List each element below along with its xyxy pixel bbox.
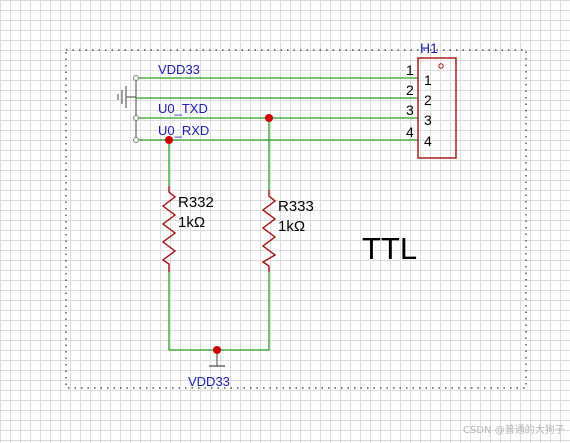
resistor-r332-icon [161, 186, 177, 272]
connector-pin-inner-1: 1 [424, 72, 432, 88]
resistor-r333-value: 1kΩ [278, 218, 305, 235]
connector-pin-outer-1: 1 [406, 62, 414, 78]
connector-pin-inner-3: 3 [424, 112, 432, 128]
ground-icon [117, 78, 137, 140]
net-label-vdd33: VDD33 [158, 62, 200, 77]
watermark: CSDN @普通的大狗子 [463, 423, 565, 436]
wire-endpoint [133, 137, 139, 143]
connector-pin-inner-2: 2 [424, 92, 432, 108]
resistor-r332-value: 1kΩ [178, 214, 205, 231]
junction-dot [165, 136, 173, 144]
connector-pin-inner-4: 4 [424, 133, 432, 149]
wire-endpoint [133, 75, 139, 81]
resistor-r333-designator: R333 [278, 198, 314, 215]
connector-pin-outer-3: 3 [406, 102, 414, 118]
net-label-bottom-vdd33: VDD33 [188, 374, 230, 389]
connector-pin-outer-2: 2 [406, 82, 414, 98]
resistor-r332-designator: R332 [178, 194, 214, 211]
wire-bottom-bus [168, 272, 270, 351]
connector-body [417, 57, 457, 159]
block-title: TTL [362, 231, 417, 266]
connector-pin-outer-4: 4 [406, 124, 414, 140]
junction-dot [213, 346, 221, 354]
pin1-marker-icon [438, 63, 444, 69]
resistor-r333-icon [261, 190, 277, 272]
connector-designator: H1 [420, 40, 438, 56]
net-label-u0-txd: U0_TXD [158, 101, 208, 116]
junction-dot [265, 114, 273, 122]
wire-endpoint [133, 115, 139, 121]
net-label-u0-rxd: U0_RXD [158, 123, 209, 138]
block-outline [65, 49, 527, 389]
